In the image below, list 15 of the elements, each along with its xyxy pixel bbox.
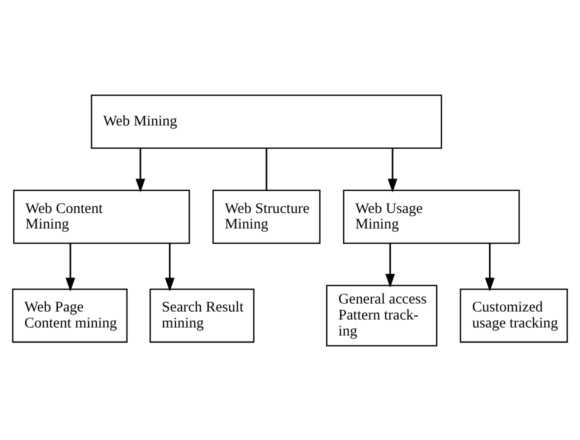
arrow bbox=[164, 242, 175, 291]
arrow bbox=[136, 148, 146, 192]
node-box: Web Mining bbox=[90, 94, 442, 148]
node-box: Customized usage tracking bbox=[460, 288, 568, 342]
node-box: General access Pattern track- ing bbox=[326, 284, 438, 346]
arrow bbox=[66, 242, 76, 291]
node-box: Web Usage Mining bbox=[343, 189, 520, 244]
node-box: Web Page Content mining bbox=[12, 288, 128, 342]
arrow bbox=[484, 242, 495, 291]
node-box: Search Result mining bbox=[150, 288, 254, 342]
node-box: Web Content Mining bbox=[13, 189, 190, 244]
arrow bbox=[385, 242, 395, 288]
node-box: Web Structure Mining bbox=[212, 189, 320, 244]
connector bbox=[266, 148, 268, 190]
arrow bbox=[388, 148, 398, 192]
